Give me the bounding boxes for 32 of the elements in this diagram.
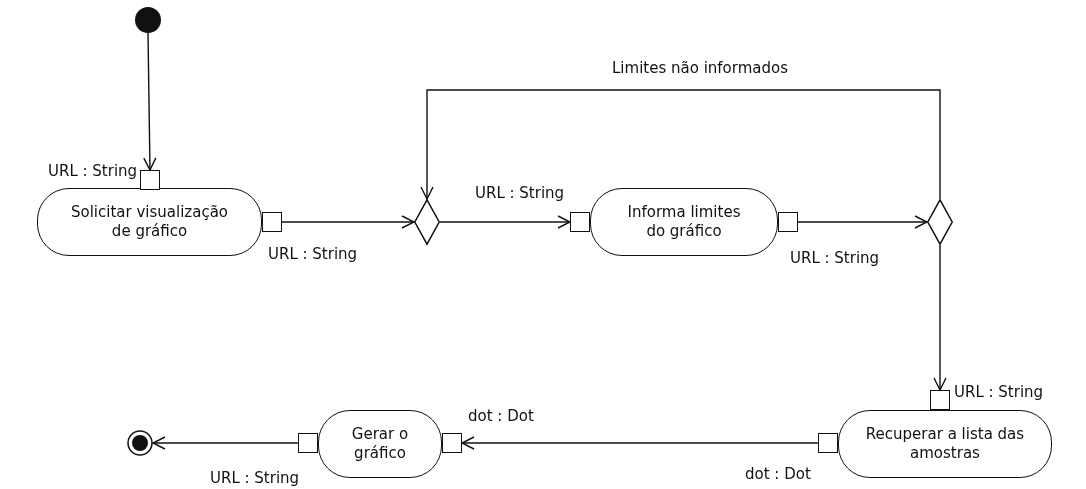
pin-square <box>442 433 462 453</box>
pin-square <box>818 433 838 453</box>
arrow <box>152 436 299 450</box>
pin-square <box>930 390 950 410</box>
pin-square <box>262 212 282 232</box>
arrow <box>143 32 157 171</box>
arrow <box>797 215 928 229</box>
pin-label: URL : String <box>790 249 880 267</box>
pin-square <box>570 212 590 232</box>
action-box: Informa limites do gráfico <box>590 188 778 256</box>
decision-diamond <box>927 199 953 245</box>
arrow <box>420 89 941 200</box>
action-box: Gerar o gráfico <box>318 410 442 478</box>
action-box: Recuperar a lista das amostras <box>838 410 1052 478</box>
arrow <box>439 215 571 229</box>
arrow <box>461 436 819 450</box>
pin-label: URL : String <box>954 383 1044 401</box>
initial-node <box>135 7 161 33</box>
pin-square <box>778 212 798 232</box>
pin-square <box>298 433 318 453</box>
pin-square <box>140 170 160 190</box>
pin-label: dot : Dot <box>745 465 811 483</box>
arrow <box>281 215 415 229</box>
pin-label: URL : String <box>210 469 300 487</box>
pin-label: URL : String <box>268 245 358 263</box>
final-node <box>127 430 153 456</box>
decision-diamond <box>414 199 440 245</box>
pin-label: URL : String <box>475 184 565 202</box>
arrow <box>933 244 947 391</box>
pin-label: dot : Dot <box>468 407 534 425</box>
pin-label: URL : String <box>48 162 138 180</box>
action-box: Solicitar visualização de gráfico <box>37 188 262 256</box>
